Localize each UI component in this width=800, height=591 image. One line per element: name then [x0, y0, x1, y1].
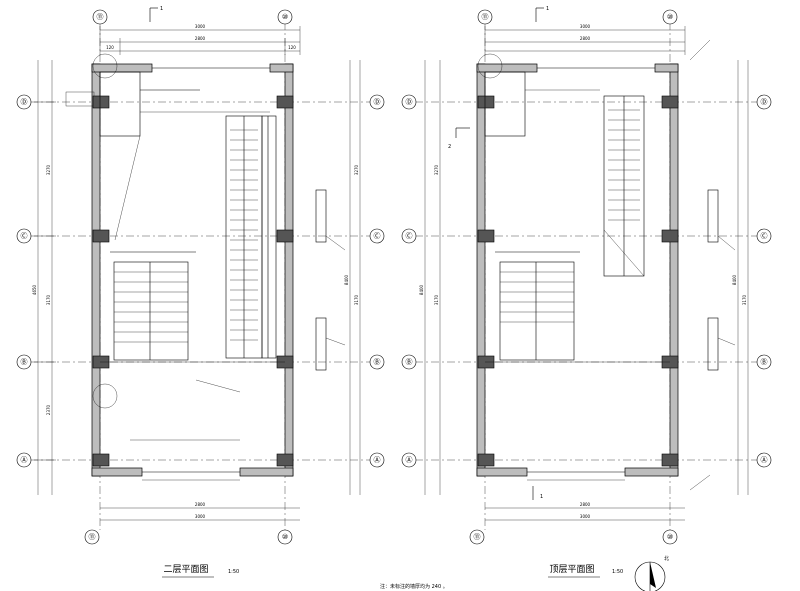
svg-text:2370: 2370: [46, 404, 51, 415]
axis-bubble-top-2: ⑩: [282, 13, 288, 21]
axis-bubble-left-c: Ⓒ: [406, 232, 413, 240]
plan-title-right: 顶层平面图: [549, 564, 594, 575]
axis-bubble-right-a: Ⓐ: [761, 456, 768, 464]
axis-bubble-right-c: Ⓒ: [374, 232, 381, 240]
axis-bubble-right-d: Ⓓ: [761, 98, 768, 106]
svg-text:2800: 2800: [580, 502, 591, 507]
section-mark-1-bottom: 1: [540, 494, 543, 500]
axis-bubble-left-d: Ⓓ: [21, 98, 28, 106]
svg-text:3170: 3170: [742, 294, 747, 305]
axis-bubble-top-1: ⑪: [482, 13, 489, 21]
svg-text:3270: 3270: [434, 164, 439, 175]
section-mark-right: 1: [546, 6, 549, 12]
stair-treads-long: [230, 129, 258, 341]
axis-bubble-bottom-2: ⑩: [282, 533, 288, 541]
plan-right: 3000 2800 8400 3270 3170 8400 3170: [401, 6, 772, 578]
svg-text:3270: 3270: [46, 164, 51, 175]
axis-bubble-right-b: Ⓑ: [761, 358, 768, 366]
svg-text:3170: 3170: [354, 294, 359, 305]
axis-bubble-top-1: ⑪: [97, 13, 104, 21]
svg-text:8400: 8400: [732, 274, 737, 285]
svg-text:8400: 8400: [344, 274, 349, 285]
svg-text:4650: 4650: [32, 284, 37, 295]
north-arrow-icon: 北: [634, 555, 669, 591]
svg-text:3000: 3000: [195, 24, 206, 29]
axis-bubble-right-b: Ⓑ: [374, 358, 381, 366]
stair-treads-short: [114, 271, 188, 343]
plan-title-left: 二层平面图: [163, 564, 208, 575]
axis-bubble-bottom-2: ⑩: [667, 533, 673, 541]
axis-bubble-left-a: Ⓐ: [21, 456, 28, 464]
plan-scale-left: 1:50: [228, 569, 239, 575]
axis-bubble-bottom-1: ⑪: [474, 533, 481, 541]
section-mark-left: 1: [160, 6, 163, 12]
svg-text:2800: 2800: [580, 36, 591, 41]
axis-bubble-left-d: Ⓓ: [406, 98, 413, 106]
svg-text:3270: 3270: [354, 164, 359, 175]
svg-text:2800: 2800: [195, 36, 206, 41]
svg-text:2800: 2800: [195, 502, 206, 507]
axis-bubble-right-d: Ⓓ: [374, 98, 381, 106]
axis-bubble-bottom-1: ⑪: [89, 533, 96, 541]
axis-bubble-right-a: Ⓐ: [374, 456, 381, 464]
svg-text:120: 120: [106, 45, 114, 50]
stair-treads-lower: [500, 271, 574, 323]
north-label: 北: [664, 555, 669, 562]
axis-bubble-left-a: Ⓐ: [406, 456, 413, 464]
axis-bubble-top-2: ⑩: [667, 13, 673, 21]
svg-text:3170: 3170: [46, 294, 51, 305]
axis-bubble-left-b: Ⓑ: [21, 358, 28, 366]
svg-text:3170: 3170: [434, 294, 439, 305]
svg-text:8400: 8400: [419, 284, 424, 295]
svg-text:3000: 3000: [580, 514, 591, 519]
axis-bubble-left-b: Ⓑ: [406, 358, 413, 366]
axis-bubble-right-c: Ⓒ: [761, 232, 768, 240]
svg-text:120: 120: [288, 45, 296, 50]
svg-text:3000: 3000: [195, 514, 206, 519]
svg-text:3000: 3000: [580, 24, 591, 29]
section-mark-2: 2: [448, 144, 451, 150]
plan-scale-right: 1:50: [612, 569, 623, 575]
footnote: 注：未标注的墙厚均为 240 。: [380, 583, 448, 590]
stair-treads-upper: [608, 109, 640, 221]
plan-left: 3000 2800 120 120 4650 3270 3170 2370 84…: [16, 6, 385, 578]
axis-bubble-left-c: Ⓒ: [21, 232, 28, 240]
